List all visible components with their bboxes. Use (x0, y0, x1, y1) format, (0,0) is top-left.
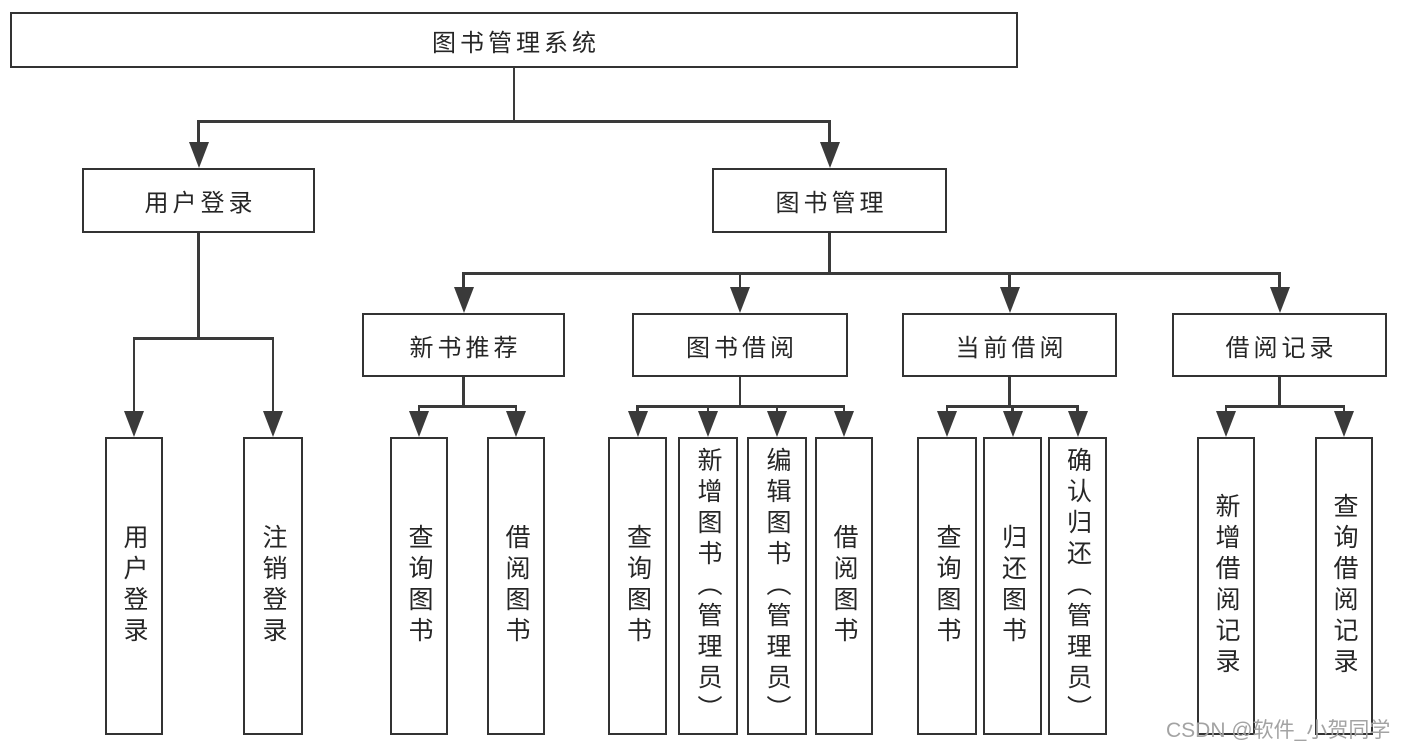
node-label: 借阅记录 (1225, 334, 1338, 362)
connector-line (1224, 405, 1345, 408)
leaf-user-login: 用户登录 (105, 437, 163, 735)
connector-line (1278, 377, 1281, 405)
connector-arrowhead (730, 287, 750, 313)
node-label: 查询图书 (933, 524, 961, 648)
connector-line (1278, 272, 1281, 290)
connector-arrowhead (819, 142, 840, 168)
connector-line (738, 377, 742, 405)
leaf-edit-books-admin: 编辑图书（管理员） (747, 437, 807, 735)
connector-line (462, 272, 465, 290)
node-label: 用户登录 (120, 524, 148, 648)
connector-arrowhead (1067, 411, 1088, 437)
csdn-watermark: CSDN @软件_小贺同学 (1166, 719, 1391, 742)
leaf-query-borrow-record: 查询借阅记录 (1315, 437, 1373, 735)
connector-arrowhead (627, 411, 648, 437)
connector-line (197, 120, 200, 144)
leaf-add-books-admin: 新增图书（管理员） (678, 437, 738, 735)
node-current-borrowing: 当前借阅 (902, 313, 1117, 377)
connector-line (132, 337, 275, 340)
connector-line (132, 337, 136, 413)
node-label: 借阅图书 (502, 524, 530, 648)
leaf-borrow-books: 借阅图书 (815, 437, 873, 735)
connector-arrowhead (1216, 411, 1236, 437)
connector-arrowhead (1334, 411, 1354, 437)
connector-arrowhead (1269, 287, 1290, 313)
connector-line (775, 405, 779, 413)
connector-line (1008, 272, 1011, 290)
connector-line (828, 120, 831, 144)
node-new-book-recommend: 新书推荐 (362, 313, 565, 377)
node-book-management: 图书管理 (712, 168, 947, 233)
connector-line (271, 337, 275, 413)
connector-line (636, 405, 845, 408)
leaf-recommend-query-books: 查询图书 (390, 437, 448, 735)
node-label: 新书推荐 (409, 334, 522, 362)
node-label: 借阅图书 (830, 524, 858, 648)
node-label: 确认归还（管理员） (1063, 446, 1092, 726)
connector-line (945, 405, 949, 413)
connector-arrowhead (409, 411, 429, 437)
connector-line (1011, 405, 1014, 413)
connector-line (706, 405, 710, 413)
connector-line (738, 272, 742, 290)
leaf-current-query-books: 查询图书 (917, 437, 977, 735)
node-book-borrowing: 图书借阅 (632, 313, 848, 377)
node-label: 当前借阅 (955, 334, 1068, 362)
leaf-borrow-query-books: 查询图书 (608, 437, 667, 735)
connector-line (462, 377, 465, 405)
connector-arrowhead (1002, 411, 1023, 437)
connector-line (512, 68, 516, 120)
connector-arrowhead (124, 411, 144, 437)
node-user-login: 用户登录 (82, 168, 315, 233)
connector-arrowhead (937, 411, 957, 437)
connector-line (1342, 405, 1346, 413)
connector-line (514, 405, 518, 413)
leaf-logout: 注销登录 (243, 437, 303, 735)
connector-line (636, 405, 639, 413)
node-borrowing-records: 借阅记录 (1172, 313, 1387, 377)
node-label: 图书借阅 (686, 334, 798, 362)
connector-line (417, 405, 421, 413)
leaf-confirm-return-admin: 确认归还（管理员） (1048, 437, 1107, 735)
connector-line (842, 405, 846, 413)
node-label: 图书管理 (775, 190, 888, 217)
connector-line (197, 233, 200, 337)
leaf-recommend-borrow-books: 借阅图书 (487, 437, 545, 735)
connector-arrowhead (999, 287, 1020, 313)
connector-arrowhead (263, 411, 283, 437)
connector-line (1076, 405, 1079, 413)
connector-line (1008, 377, 1011, 405)
node-label: 归还图书 (998, 524, 1027, 648)
node-label: 新增图书（管理员） (694, 446, 722, 726)
connector-arrowhead (188, 142, 209, 168)
connector-line (417, 405, 518, 408)
connector-arrowhead (506, 411, 526, 437)
connector-line (828, 233, 831, 272)
leaf-return-books: 归还图书 (983, 437, 1042, 735)
node-root-library-system: 图书管理系统 (10, 12, 1018, 68)
node-label: 注销登录 (259, 524, 287, 648)
connector-arrowhead (767, 411, 787, 437)
connector-arrowhead (698, 411, 718, 437)
node-label: 编辑图书（管理员） (763, 446, 791, 726)
node-label: 查询图书 (405, 524, 433, 648)
connector-line (462, 272, 1280, 275)
node-label: 查询借阅记录 (1330, 493, 1358, 679)
node-label: 图书管理系统 (432, 29, 600, 57)
connector-line (1224, 405, 1228, 413)
leaf-add-borrow-record: 新增借阅记录 (1197, 437, 1255, 735)
connector-line (197, 120, 830, 123)
node-label: 查询图书 (623, 524, 652, 648)
node-label: 用户登录 (144, 190, 257, 217)
node-label: 新增借阅记录 (1212, 493, 1240, 679)
connector-arrowhead (453, 287, 474, 313)
connector-arrowhead (834, 411, 854, 437)
